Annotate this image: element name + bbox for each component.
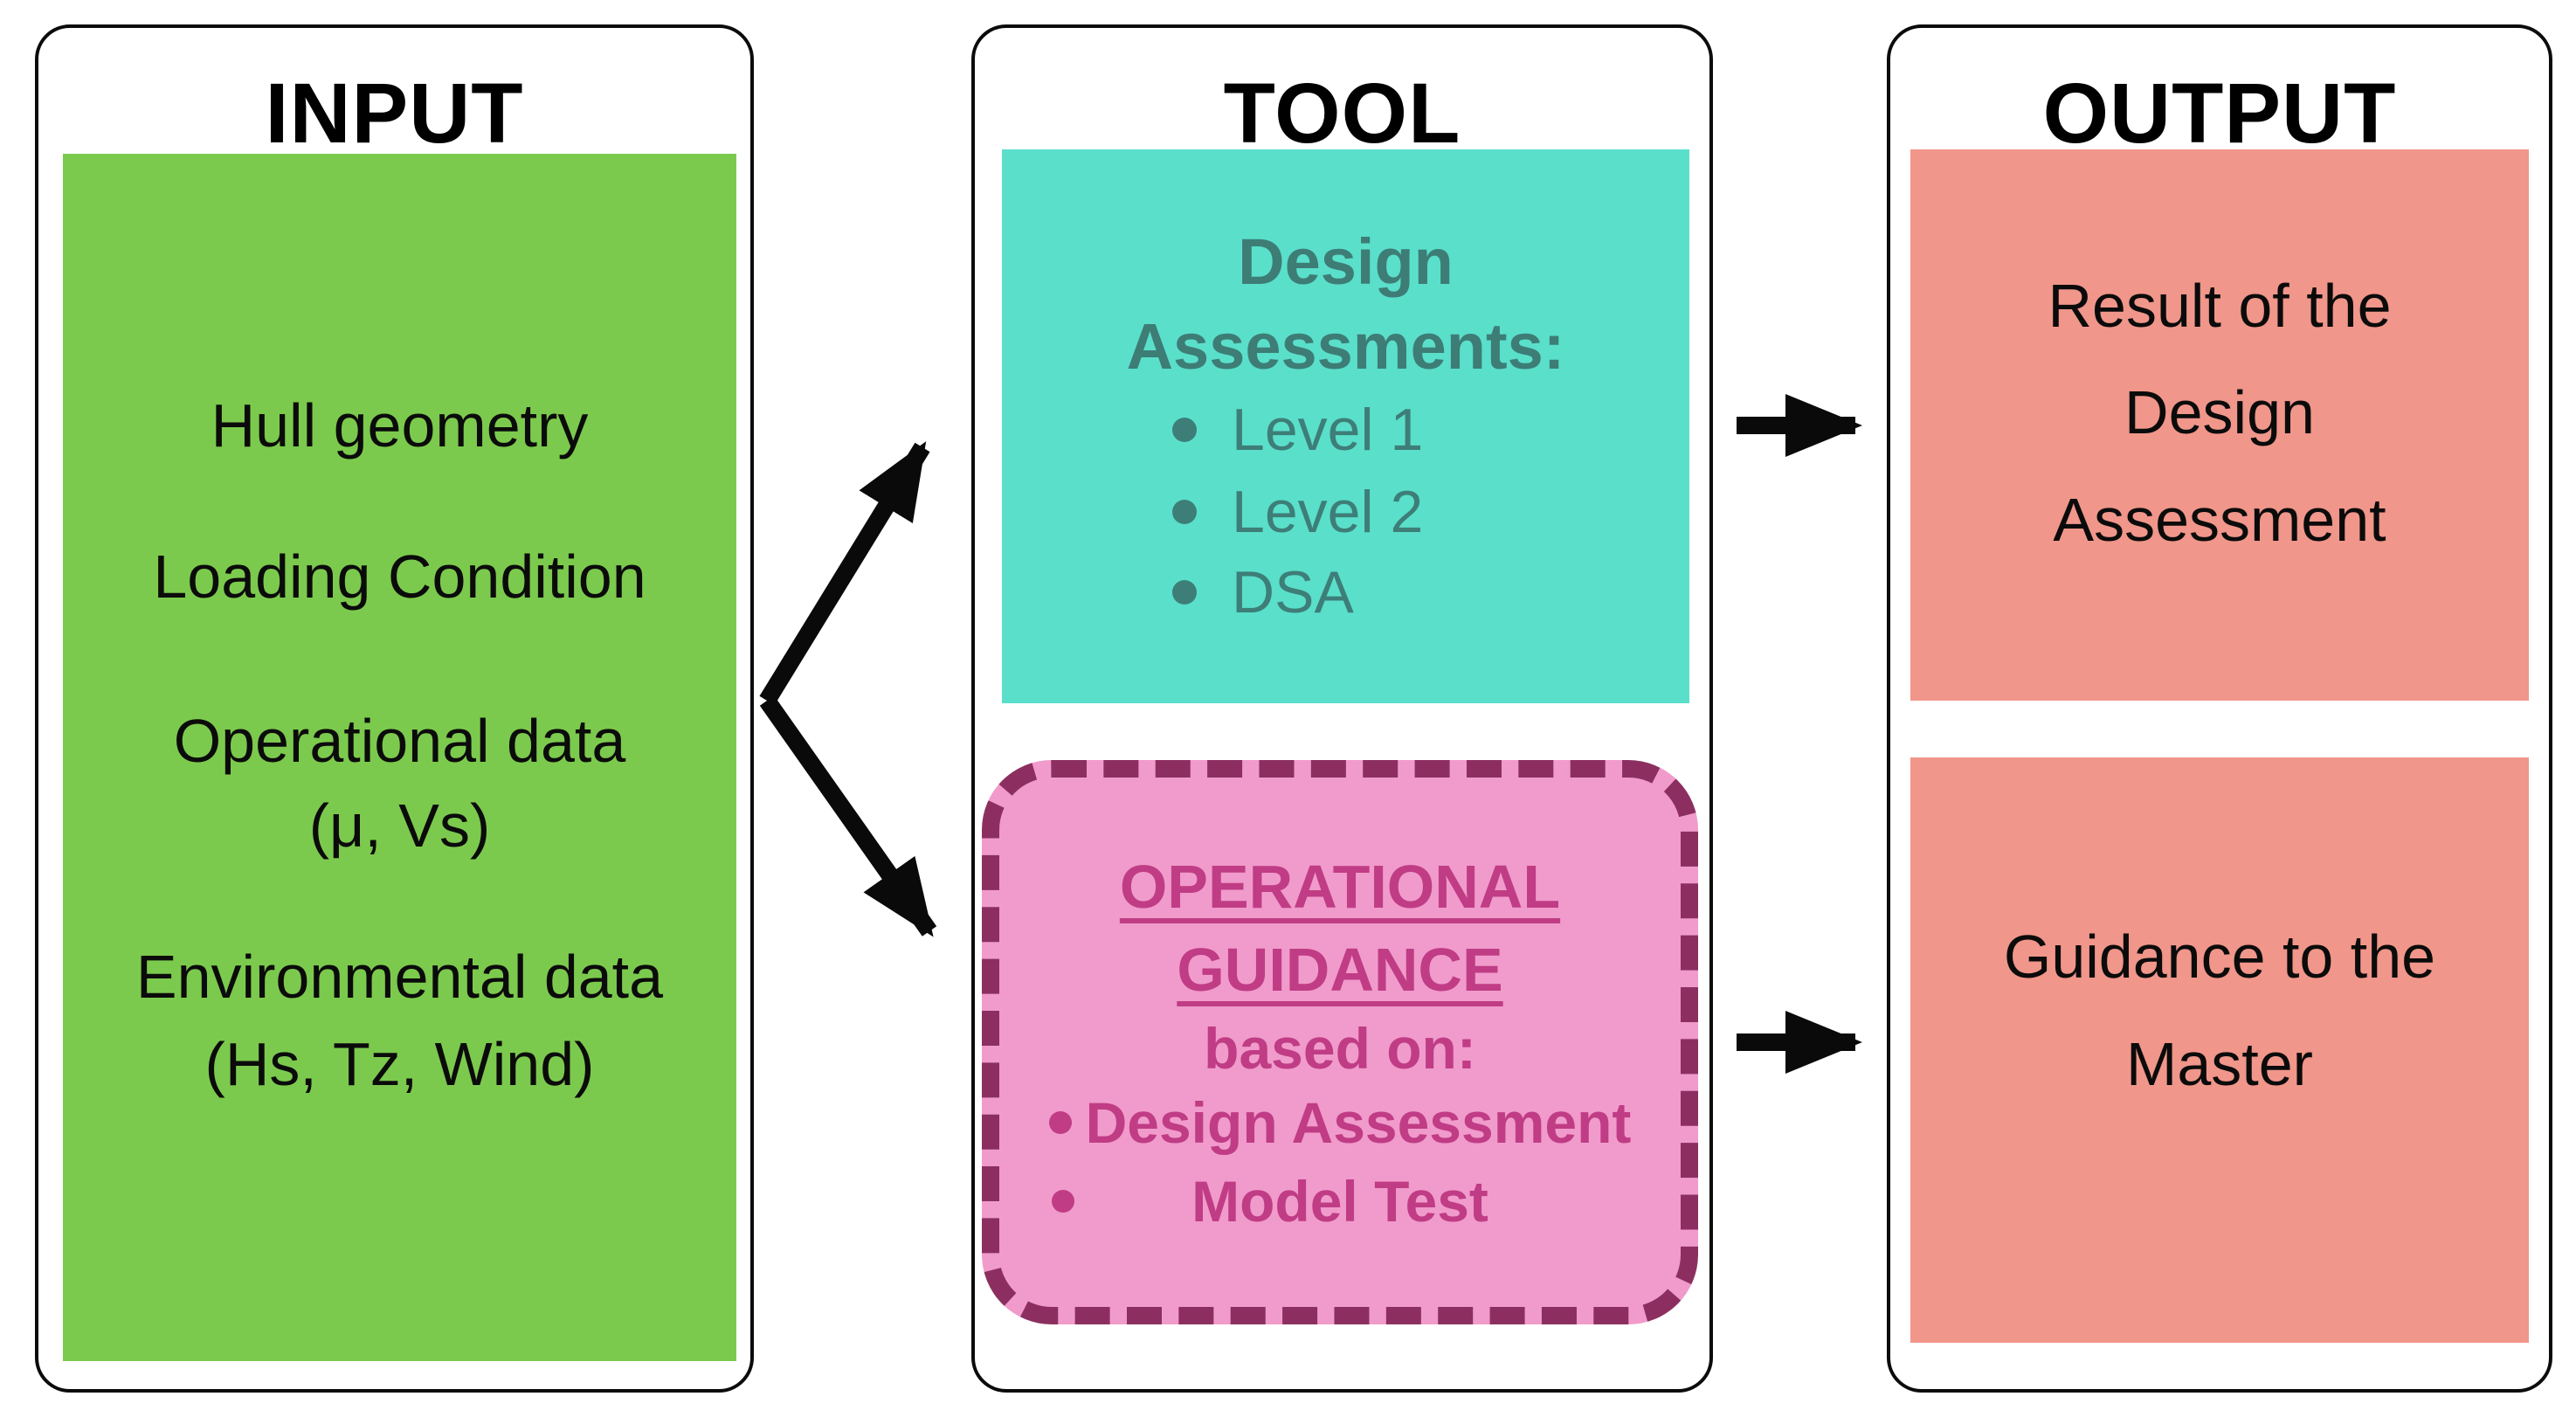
list-item-level-1: Level 1	[1002, 391, 1689, 469]
list-item-model-test: Model Test	[999, 1160, 1681, 1242]
design-assessments-title-line1: Design	[1238, 225, 1454, 298]
bullet-icon	[1172, 418, 1197, 442]
output-panel-title: OUTPUT	[2042, 66, 2397, 161]
list-item-label: DSA	[1232, 559, 1354, 626]
input-line-operational-params: (μ, Vs)	[308, 791, 491, 860]
bullet-icon	[1172, 580, 1197, 605]
arrow-input-to-assessments	[759, 441, 930, 706]
list-item-design-assessment: Design Assessment	[999, 1082, 1681, 1164]
list-item-label: Model Test	[1191, 1169, 1488, 1234]
operational-guidance-title-line1: OPERATIONAL	[1119, 853, 1561, 921]
input-line-environmental-data: Environmental data	[135, 943, 664, 1011]
guidance-to-master-box: Guidance to the Master	[1910, 757, 2529, 1343]
input-panel-title: INPUT	[265, 66, 524, 161]
input-line-operational-data: Operational data	[173, 707, 626, 775]
arrow-input-to-guidance	[759, 695, 937, 937]
tool-panel-title: TOOL	[1223, 66, 1461, 161]
list-item-dsa: DSA	[1002, 553, 1689, 632]
list-item-label: Design Assessment	[1085, 1090, 1632, 1155]
result-box: Result of the Design Assessment	[1910, 149, 2529, 701]
guidance-line1: Guidance to the	[2003, 923, 2436, 991]
operational-guidance-box: OPERATIONAL GUIDANCE based on: Design As…	[982, 760, 1698, 1324]
list-item-label: Level 1	[1232, 397, 1424, 463]
bullet-icon	[1048, 1111, 1072, 1134]
guidance-line2: Master	[2126, 1030, 2313, 1098]
result-line1: Result of the	[2048, 272, 2392, 340]
list-item-level-2: Level 2	[1002, 473, 1689, 551]
result-line2: Design	[2124, 378, 2315, 446]
bullet-icon	[1052, 1190, 1074, 1213]
design-assessments-box: Design Assessments: Level 1 Level 2 DSA	[1002, 149, 1689, 703]
input-line-hull-geometry: Hull geometry	[211, 391, 589, 460]
result-line3: Assessment	[2053, 486, 2386, 554]
input-line-loading-condition: Loading Condition	[153, 543, 646, 611]
list-item-label: Level 2	[1232, 479, 1424, 545]
operational-guidance-subtitle: based on:	[1204, 1016, 1476, 1081]
input-line-environmental-params: (Hs, Tz, Wind)	[204, 1030, 595, 1098]
bullet-icon	[1172, 500, 1197, 524]
operational-guidance-title-line2: GUIDANCE	[1177, 936, 1503, 1004]
design-assessments-title-line2: Assessments:	[1126, 310, 1565, 383]
input-data-box: Hull geometry Loading Condition Operatio…	[63, 154, 736, 1361]
